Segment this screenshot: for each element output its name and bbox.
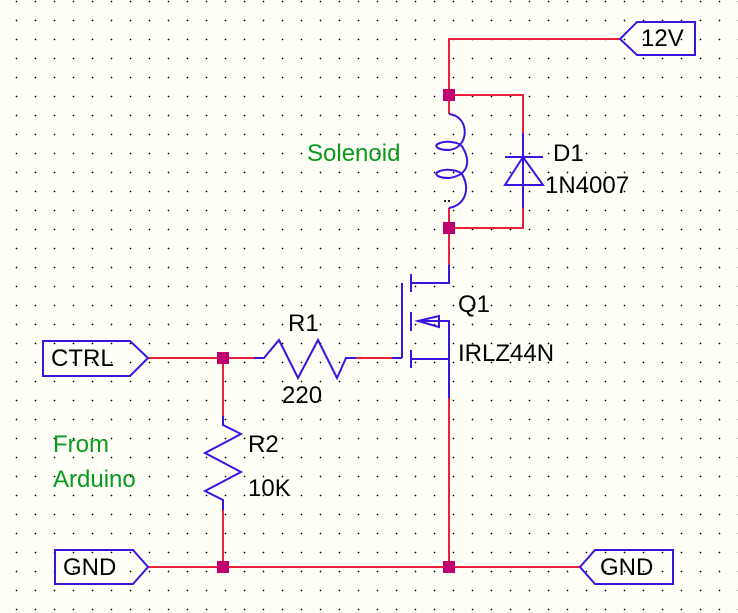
wires (148, 38, 620, 568)
mosfet-q1[interactable] (392, 265, 450, 398)
port-ctrl-outline[interactable] (42, 340, 150, 377)
d1-value: 1N4007 (545, 172, 630, 199)
port-gnd-left-label: GND (63, 554, 117, 581)
r2-ref: R2 (248, 431, 279, 458)
junction-dot (443, 222, 455, 234)
junction-dot (443, 89, 455, 101)
d1-ref: D1 (553, 140, 584, 167)
junction-dot (217, 352, 229, 364)
solenoid-label: Solenoid (307, 140, 401, 167)
q1-value: IRLZ44N (458, 340, 555, 367)
resistor-r1[interactable] (254, 337, 356, 381)
note-arduino: Arduino (53, 466, 136, 493)
port-gnd-right-label: GND (600, 554, 654, 581)
junction-dot (217, 561, 229, 573)
wire-diode-bottom (449, 208, 524, 229)
port-12v-label: 12V (641, 25, 684, 52)
wire-diode-top (449, 94, 524, 133)
resistor-r2[interactable] (202, 416, 244, 510)
q1-ref: Q1 (458, 291, 491, 318)
r2-value: 10K (248, 475, 291, 502)
junction-dot (443, 561, 455, 573)
note-from: From (53, 431, 109, 458)
port-12v-outline[interactable] (618, 21, 696, 56)
r1-value: 220 (282, 382, 323, 409)
port-gnd-left-outline[interactable] (54, 549, 150, 585)
coil-polarity-dots (444, 200, 450, 202)
port-ctrl-label: CTRL (51, 345, 114, 372)
junctions (217, 89, 455, 573)
r1-ref: R1 (288, 310, 319, 337)
solenoid-coil[interactable] (435, 113, 469, 209)
port-gnd-right-outline[interactable] (578, 549, 674, 585)
wire-12v (448, 38, 620, 95)
diode-d1[interactable] (503, 133, 545, 208)
